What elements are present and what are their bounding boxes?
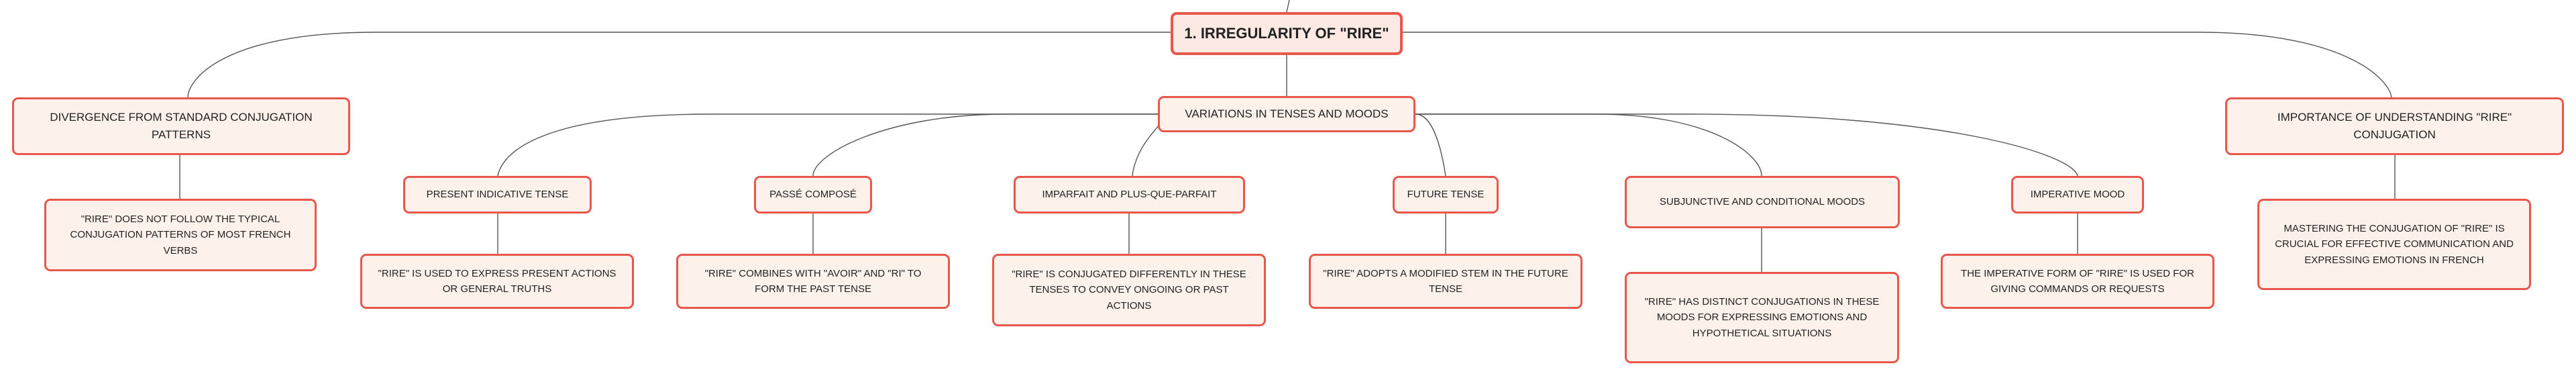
subbranch-present-indicative[interactable]: PRESENT INDICATIVE TENSE	[403, 176, 592, 214]
edge-root-divergence	[187, 32, 1171, 98]
edge-root-importance	[1403, 32, 2392, 98]
edge-variations-future	[1415, 113, 1446, 177]
subbranch-future[interactable]: FUTURE TENSE	[1393, 176, 1499, 214]
edge-variations-passe	[812, 113, 1158, 177]
detail-importance[interactable]: MASTERING THE CONJUGATION OF "RIRE" IS C…	[2257, 199, 2531, 290]
root-node[interactable]: 1. IRREGULARITY OF "RIRE"	[1171, 12, 1403, 55]
edge-variations-imperative	[1415, 113, 2078, 177]
branch-importance[interactable]: IMPORTANCE OF UNDERSTANDING "RIRE" CONJU…	[2225, 97, 2564, 155]
branch-variations[interactable]: VARIATIONS IN TENSES AND MOODS	[1158, 96, 1415, 132]
detail-passe-compose[interactable]: "RIRE" COMBINES WITH "AVOIR" AND "RI" TO…	[676, 254, 950, 309]
subbranch-passe-compose[interactable]: PASSÉ COMPOSÉ	[754, 176, 872, 214]
detail-future[interactable]: "RIRE" ADOPTS A MODIFIED STEM IN THE FUT…	[1309, 254, 1582, 309]
edge-parent-root	[1286, 0, 1290, 13]
edge-variations-subjunctive	[1415, 113, 1762, 177]
detail-imparfait[interactable]: "RIRE" IS CONJUGATED DIFFERENTLY IN THES…	[992, 254, 1266, 326]
edge-variations-present	[497, 113, 1158, 177]
detail-imperative[interactable]: THE IMPERATIVE FORM OF "RIRE" IS USED FO…	[1941, 254, 2214, 309]
detail-divergence[interactable]: "RIRE" DOES NOT FOLLOW THE TYPICAL CONJU…	[44, 199, 317, 271]
detail-subjunctive[interactable]: "RIRE" HAS DISTINCT CONJUGATIONS IN THES…	[1625, 272, 1899, 363]
subbranch-imparfait[interactable]: IMPARFAIT AND PLUS-QUE-PARFAIT	[1014, 176, 1245, 214]
subbranch-subjunctive[interactable]: SUBJUNCTIVE AND CONDITIONAL MOODS	[1625, 176, 1900, 228]
detail-present-indicative[interactable]: "RIRE" IS USED TO EXPRESS PRESENT ACTION…	[360, 254, 634, 309]
branch-divergence[interactable]: DIVERGENCE FROM STANDARD CONJUGATION PAT…	[12, 97, 350, 155]
subbranch-imperative[interactable]: IMPERATIVE MOOD	[2011, 176, 2144, 214]
